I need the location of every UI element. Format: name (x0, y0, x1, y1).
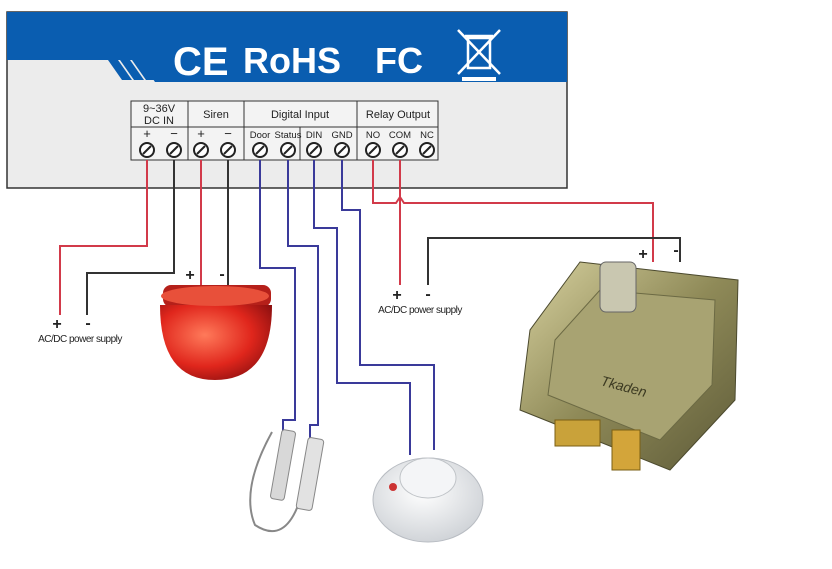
terminal-screw-icon (306, 142, 322, 158)
crossed-bin-icon (457, 29, 501, 81)
svg-text:-: - (85, 315, 90, 332)
blue-header-band (7, 12, 567, 82)
dc-in-label-2: DC IN (144, 115, 174, 127)
svg-text:+: + (185, 267, 194, 284)
pin-label: − (224, 126, 232, 141)
digital-input-label: Digital Input (271, 109, 329, 121)
pin-label: + (197, 126, 205, 141)
terminal-screw-icon (139, 142, 155, 158)
wire-psu-minus (427, 237, 681, 285)
smoke-detector (372, 457, 484, 543)
svg-text:-: - (425, 286, 430, 303)
terminal-screw-icon (193, 142, 209, 158)
electric-lock: + - Tkaden (519, 242, 739, 471)
svg-text:+: + (392, 287, 401, 304)
terminal-screw-icon (419, 142, 435, 158)
pin-label: + (143, 126, 151, 141)
wire-din (313, 160, 411, 455)
terminal-screw-icon (392, 142, 408, 158)
terminal-screw-icon (280, 142, 296, 158)
pin-label: DIN (306, 130, 323, 141)
wire-dc-minus (86, 160, 175, 315)
relay-output-label: Relay Output (366, 109, 430, 121)
pin-label: COM (389, 130, 411, 141)
wire-dc-plus (59, 160, 148, 315)
svg-text:-: - (219, 266, 224, 283)
svg-text:AC/DC power supply: AC/DC power supply (38, 334, 122, 345)
svg-text:AC/DC power supply: AC/DC power supply (378, 305, 462, 316)
siren-group-label: Siren (203, 109, 229, 121)
terminal-screw-icon (334, 142, 350, 158)
pin-label: NC (420, 130, 434, 141)
terminal-screw-icon (365, 142, 381, 158)
terminal-screw-icon (166, 142, 182, 158)
wire-status (287, 160, 319, 440)
door-magnetic-sensor (249, 429, 325, 533)
pin-label: GND (331, 130, 352, 141)
power-supply-right: + - AC/DC power supply (378, 286, 463, 316)
svg-text:-: - (673, 242, 678, 259)
pin-label: Door (250, 130, 271, 141)
dc-in-label: 9~36V (143, 103, 176, 115)
ce-logo: CE (173, 40, 229, 84)
wire-door (259, 160, 296, 432)
siren-device: + - (160, 266, 272, 380)
pin-label: NO (366, 130, 380, 141)
pin-label: − (170, 126, 178, 141)
controller-panel: CE RoHS FC 9~36V DC IN Siren Digital Inp… (6, 11, 568, 189)
rohs-logo: RoHS (243, 40, 341, 81)
terminal-screw-icon (220, 142, 236, 158)
fc-logo: FC (375, 40, 423, 81)
wires (59, 160, 681, 455)
power-supply-left: + - AC/DC power supply (38, 315, 123, 345)
pin-label: Status (275, 130, 302, 141)
terminal-block: 9~36V DC IN Siren Digital Input Relay Ou… (130, 100, 439, 161)
terminal-screw-icon (252, 142, 268, 158)
svg-text:+: + (638, 246, 647, 263)
wire-gnd (341, 160, 435, 450)
svg-text:+: + (52, 316, 61, 333)
stripe-decoration (108, 60, 156, 80)
